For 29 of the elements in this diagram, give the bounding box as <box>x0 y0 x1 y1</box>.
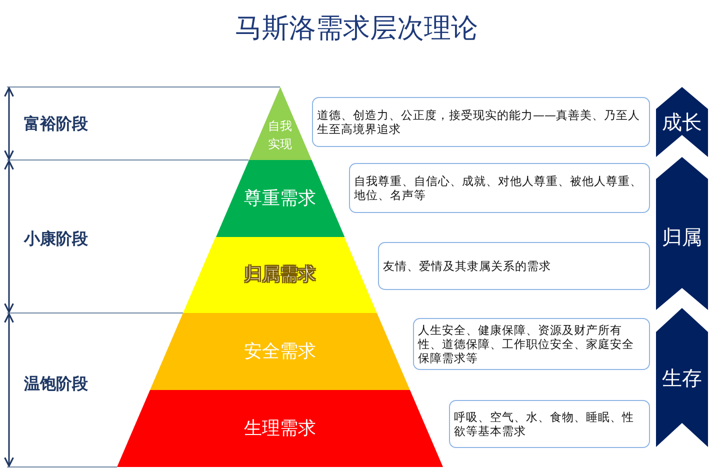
description-text: 人生安全、健康保障、资源及财产所有性、道德保障、工作职位安全、家庭安全保障需求等 <box>418 323 635 365</box>
layer-label: 归属需求 <box>242 263 317 287</box>
stage-label: 小康阶段 <box>24 229 88 250</box>
pyramid-layer <box>117 390 443 467</box>
pyramid-layer <box>216 160 344 237</box>
pyramid-layer <box>183 237 377 313</box>
chevron-label: 生存 <box>661 365 703 391</box>
stage-label: 富裕阶段 <box>24 114 88 135</box>
description-text: 道德、创造力、公正度，接受现实的能力——真善美、乃至人生至高境界追求 <box>317 108 641 136</box>
description-box <box>449 400 650 448</box>
chevron-label: 归属 <box>661 224 703 250</box>
pyramid-layer <box>248 87 312 160</box>
description-text: 自我尊重、自信心、成就、对他人尊重、被他人尊重、地位、名声等 <box>354 174 643 202</box>
description-box <box>378 242 650 290</box>
layer-label: 尊重需求 <box>242 186 317 210</box>
description-box <box>349 163 650 213</box>
description-text: 友情、爱情及其隶属关系的需求 <box>383 259 551 273</box>
chevron-label: 成长 <box>661 109 703 135</box>
pyramid-layer <box>150 313 410 390</box>
description-text: 呼吸、空气、水、食物、睡眠、性欲等基本需求 <box>454 410 635 438</box>
layer-label: 生理需求 <box>243 416 317 440</box>
layer-label: 自我实现 <box>266 118 293 153</box>
description-box <box>413 318 650 370</box>
description-box <box>312 97 650 147</box>
chevron-banner <box>656 87 708 157</box>
stage-label: 温饱阶段 <box>24 374 88 395</box>
layer-label: 安全需求 <box>242 340 317 364</box>
chevron-banner <box>656 308 708 447</box>
title: 马斯洛需求层次理论 <box>234 12 479 46</box>
